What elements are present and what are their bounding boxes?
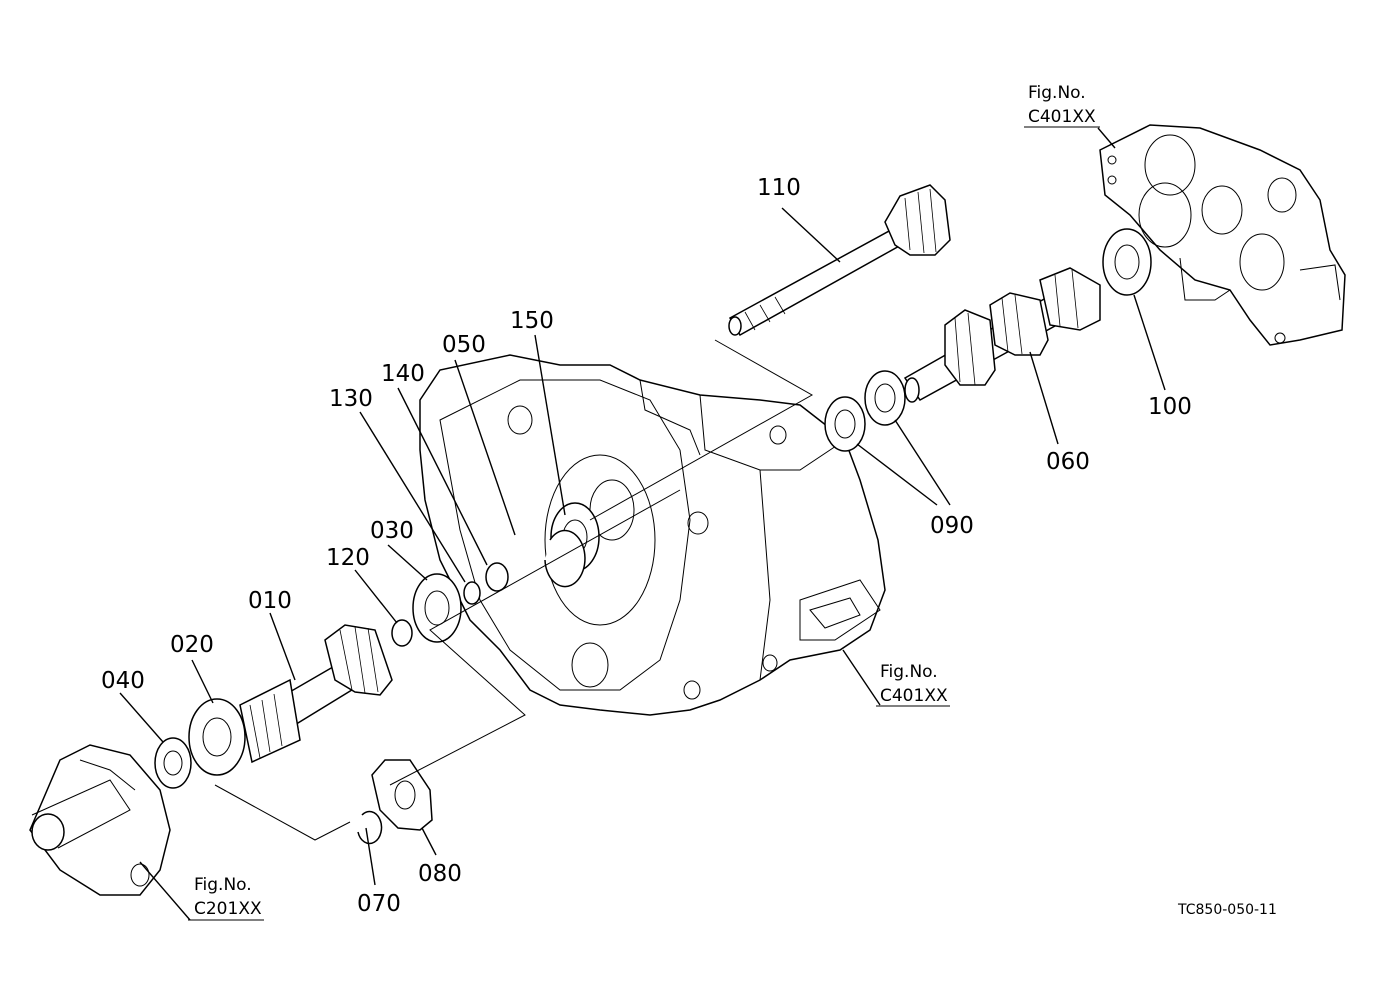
part-label-010: 010 (248, 588, 292, 614)
part-label-080: 080 (418, 861, 462, 887)
part-label-070: 070 (357, 891, 401, 917)
part-label-050: 050 (442, 332, 486, 358)
part-label-110: 110 (757, 175, 801, 201)
part-label-090: 090 (930, 513, 974, 539)
fig-ref-bot-code: C201XX (194, 899, 262, 919)
fig-ref-mid-code: C401XX (880, 686, 948, 706)
part-label-060: 060 (1046, 449, 1090, 475)
figure-reference-bottom: Fig.No. C201XX (188, 875, 264, 921)
figure-reference-middle: Fig.No. C401XX (876, 662, 950, 707)
part-label-020: 020 (170, 632, 214, 658)
bearings-drawing (154, 228, 1152, 845)
gear-080-drawing (371, 759, 433, 831)
rear-housing-drawing (1099, 124, 1346, 346)
part-label-150: 150 (510, 308, 554, 334)
part-label-040: 040 (101, 668, 145, 694)
shaft-110-drawing (728, 184, 951, 337)
shaft-060-drawing (903, 267, 1101, 403)
part-label-100: 100 (1148, 394, 1192, 420)
front-housing-drawing (29, 744, 171, 896)
shaft-010-drawing (239, 624, 393, 764)
part-label-120: 120 (326, 545, 370, 571)
drawing-code: TC850-050-11 (1177, 902, 1277, 918)
fig-ref-top-label: Fig.No. (1028, 83, 1086, 103)
fig-ref-top-code: C401XX (1028, 107, 1096, 127)
part-label-130: 130 (329, 386, 373, 412)
fig-ref-bot-label: Fig.No. (194, 875, 252, 895)
figure-reference-top: Fig.No. C401XX (1024, 83, 1100, 128)
assembly-lines (214, 339, 814, 841)
leader-lines (119, 127, 1166, 921)
part-callouts: 010 020 030 040 050 060 070 080 090 100 … (101, 175, 1192, 917)
transmission-case-drawing (419, 354, 886, 716)
part-label-030: 030 (370, 518, 414, 544)
fig-ref-mid-label: Fig.No. (880, 662, 938, 682)
part-label-140: 140 (381, 361, 425, 387)
